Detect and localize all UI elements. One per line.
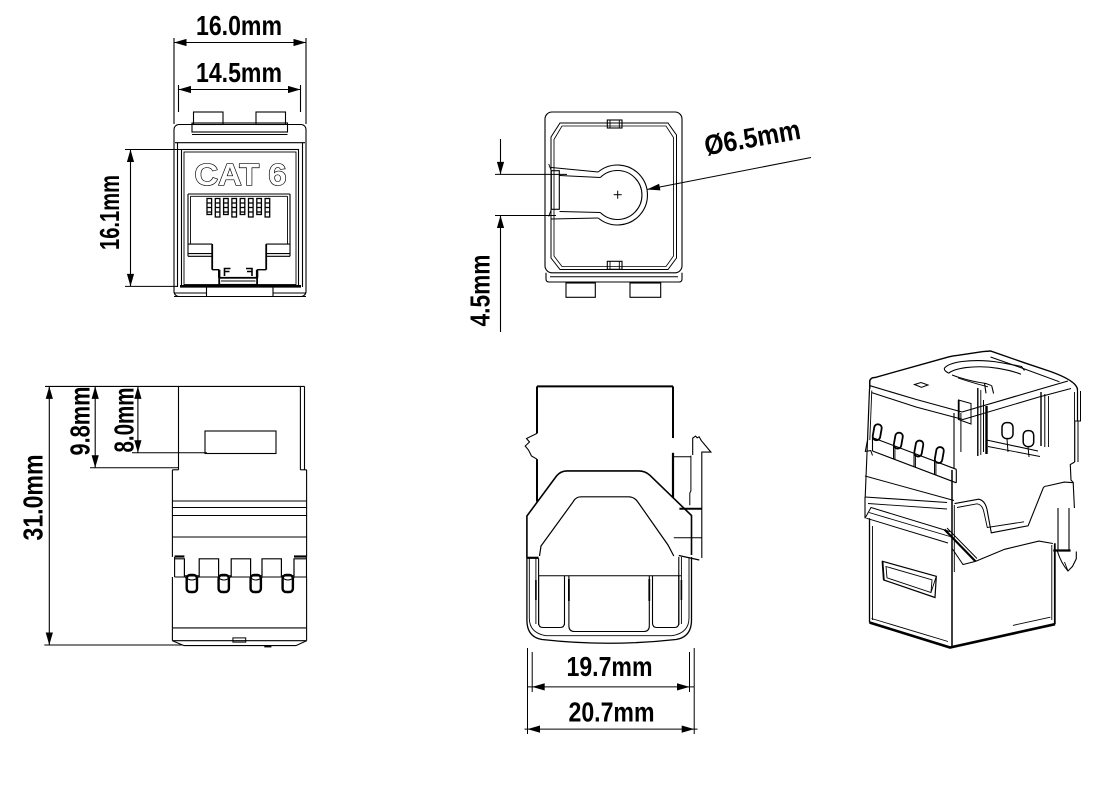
svg-text:4.5mm: 4.5mm — [465, 255, 496, 327]
svg-text:16.1mm: 16.1mm — [94, 175, 125, 250]
svg-text:CAT 6: CAT 6 — [195, 157, 287, 192]
svg-text:8.0mm: 8.0mm — [109, 388, 140, 453]
svg-text:19.7mm: 19.7mm — [567, 651, 653, 682]
svg-text:9.8mm: 9.8mm — [65, 387, 96, 456]
svg-text:16.0mm: 16.0mm — [196, 10, 282, 41]
svg-text:31.0mm: 31.0mm — [18, 455, 49, 541]
svg-text:20.7mm: 20.7mm — [569, 697, 655, 728]
svg-text:14.5mm: 14.5mm — [196, 57, 282, 88]
